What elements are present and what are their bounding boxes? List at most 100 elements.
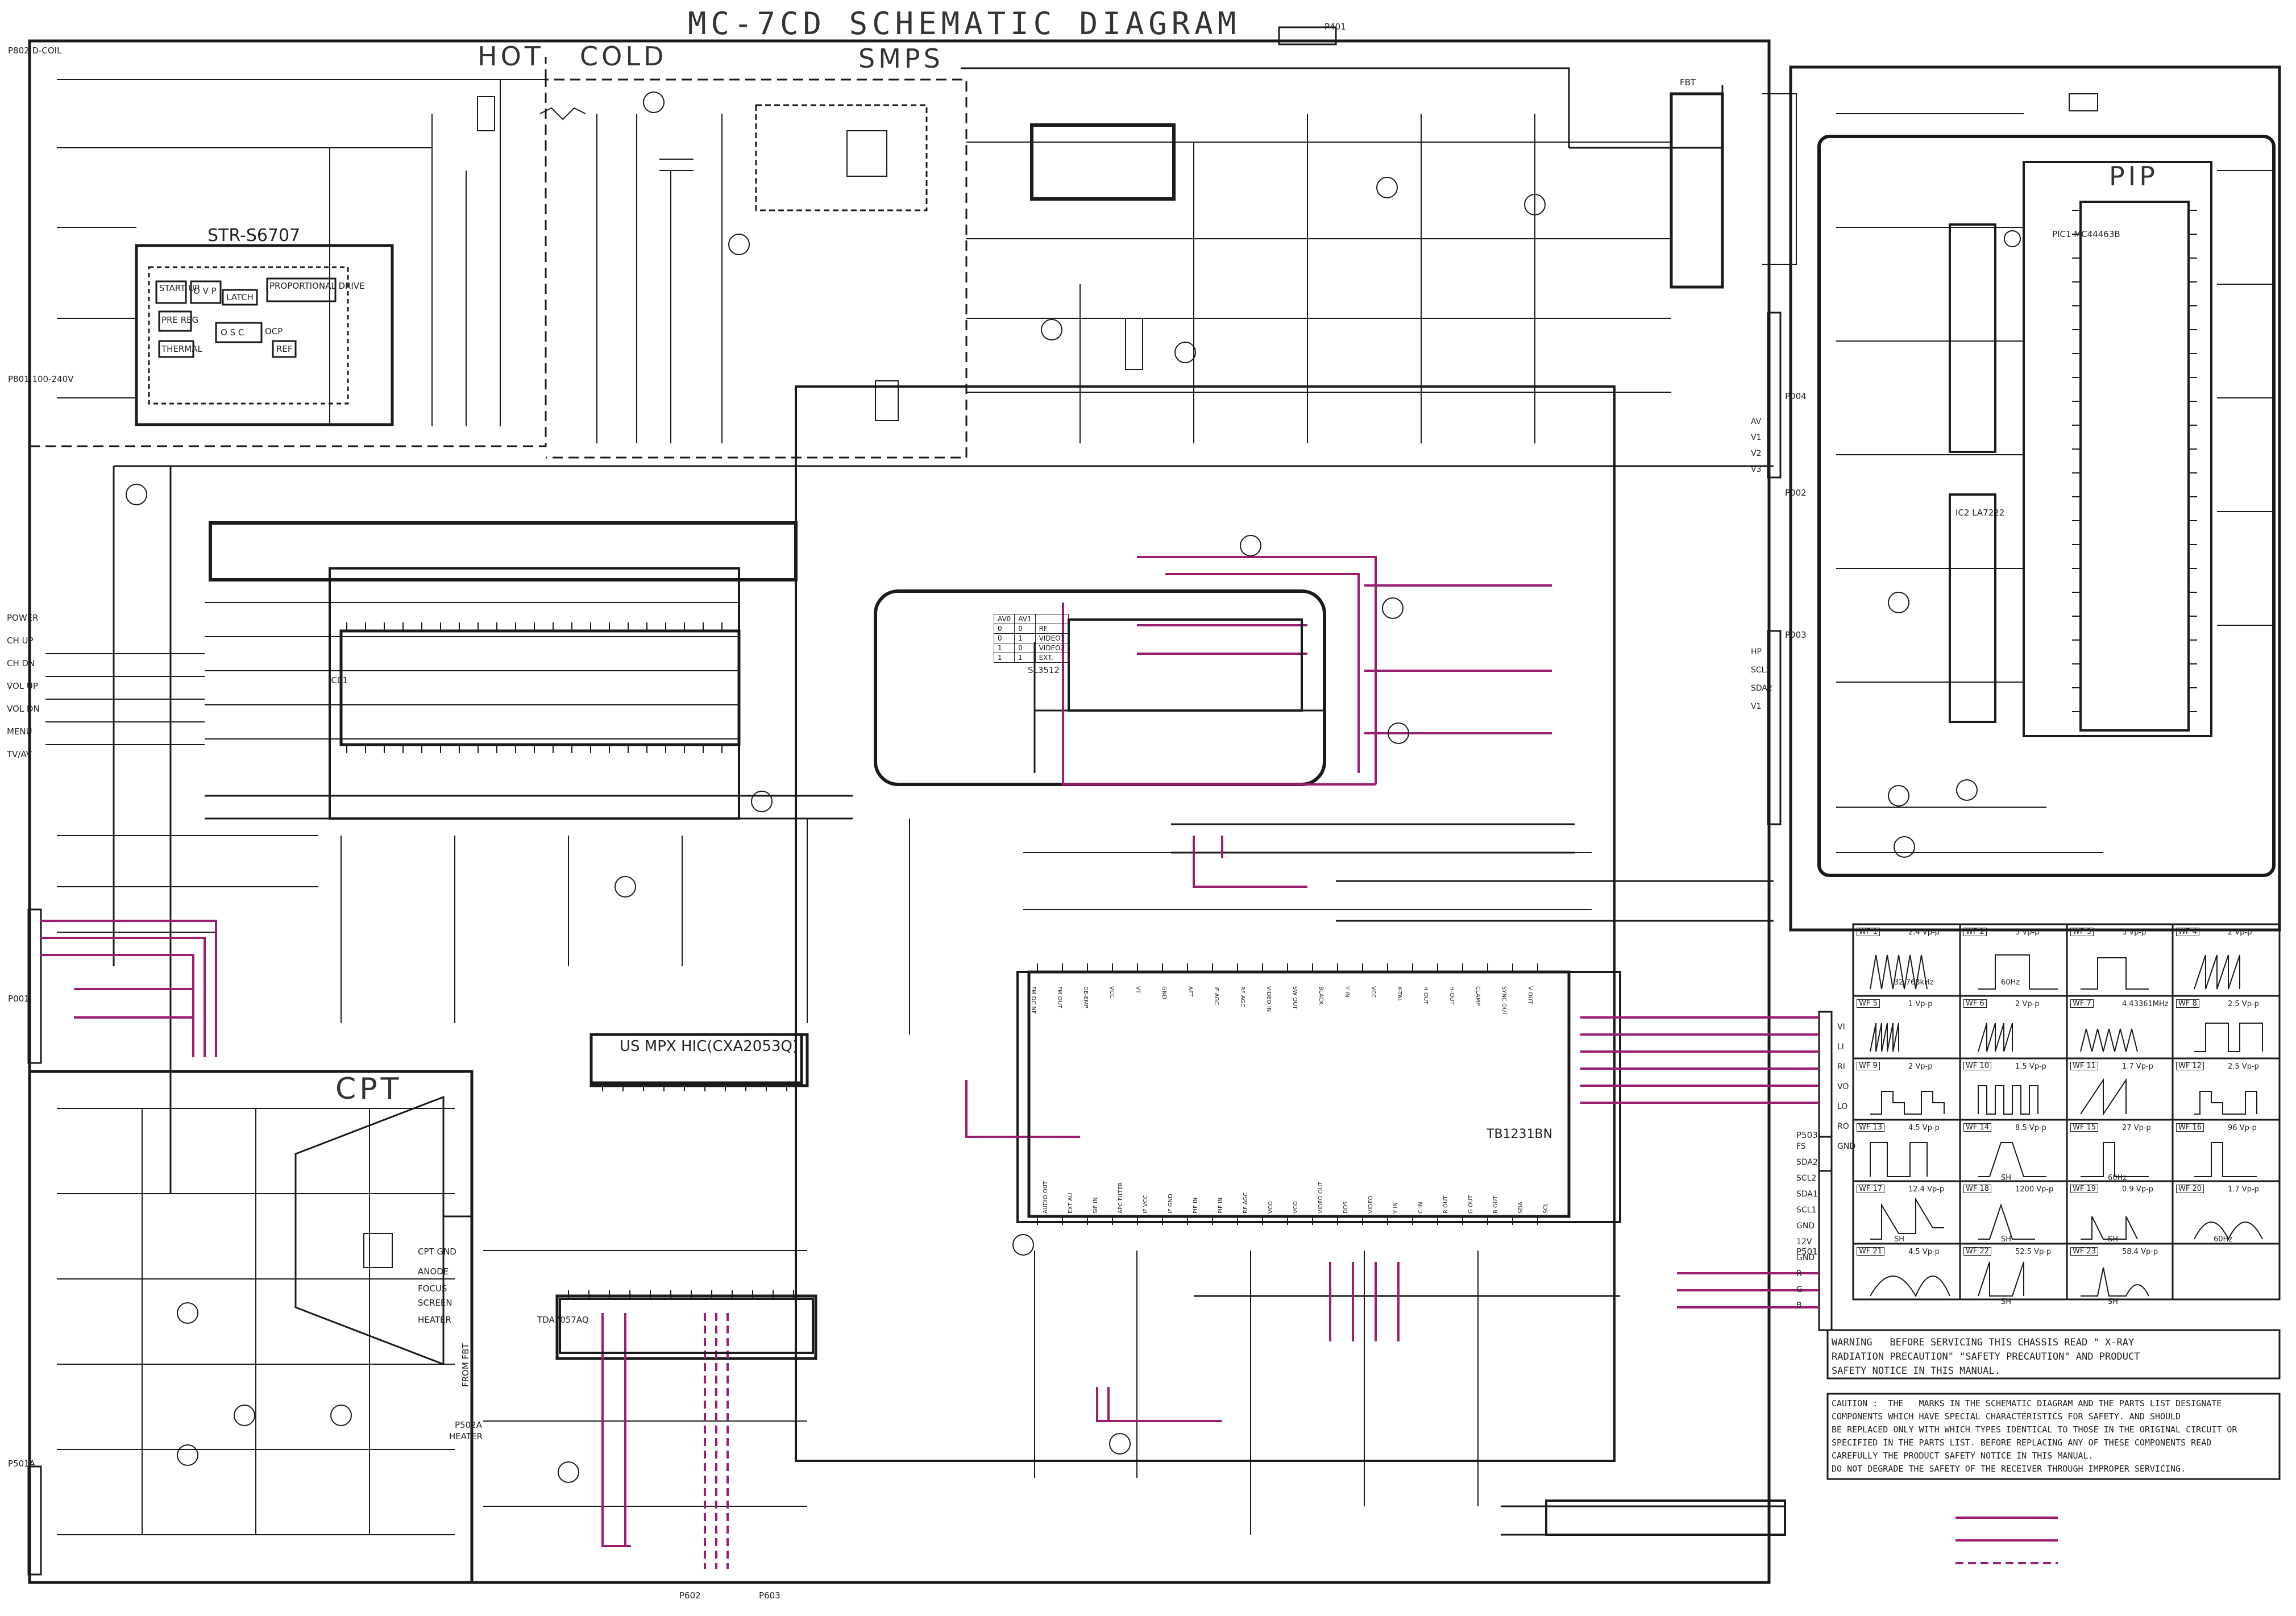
waveform-id: WF 7	[2070, 999, 2094, 1008]
caution-notice: CAUTION : THE MARKS IN THE SCHEMATIC DIA…	[1832, 1398, 2237, 1474]
ic501-pin-bottom: VIDEO OUT	[1318, 1181, 1324, 1214]
p501-pin: G	[1796, 1285, 1803, 1294]
waveform-id: WF 23	[2070, 1247, 2099, 1256]
p501-connector: P501	[1796, 1247, 1818, 1257]
ic501-pin-top: V OUT	[1527, 986, 1533, 1004]
ic602-body	[559, 1298, 814, 1354]
ic501-pin-top: AFT	[1187, 986, 1193, 997]
p501-pin: FS	[1796, 1142, 1806, 1151]
waveform-id: WF 14	[1963, 1123, 1992, 1132]
cold-label: COLD	[580, 41, 667, 72]
waveform-amplitude: 2.5 Vp-p	[2228, 1000, 2259, 1008]
warning-notice: WARNING BEFORE SERVICING THIS CHASSIS RE…	[1832, 1337, 2140, 1377]
waveform-amplitude: 1.5 Vp-p	[2015, 1062, 2046, 1071]
page-title: MC-7CD SCHEMATIC DIAGRAM	[688, 6, 1241, 41]
waveform-amplitude: 2 Vp-p	[2015, 1000, 2040, 1008]
latch-block: LATCH	[226, 292, 254, 302]
waveform-amplitude: 12.4 Vp-p	[1908, 1185, 1945, 1194]
p802-connector: P802 D-COIL	[8, 45, 62, 56]
ic501-pin-top: VIDEO IN	[1265, 986, 1272, 1012]
ic501-pin-top: FM DC NF	[1030, 986, 1036, 1014]
waveform-amplitude: 5 Vp-p	[2122, 928, 2146, 937]
ic601-body	[589, 1033, 803, 1085]
ic2-label: IC2 LA7222	[1955, 508, 2005, 518]
waveform-id: WF 15	[2070, 1123, 2099, 1132]
p501-pin: SCL2	[1796, 1174, 1817, 1183]
waveform-amplitude: 4.5 Vp-p	[1908, 1248, 1940, 1256]
ic501-pin-bottom: IF VCC	[1143, 1195, 1149, 1214]
waveform-id: WF 16	[2176, 1123, 2204, 1132]
pre-reg-block: PRE REG	[161, 315, 199, 325]
waveform-amplitude: 27 Vp-p	[2122, 1124, 2151, 1132]
waveform-amplitude: 0.9 Vp-p	[2122, 1185, 2153, 1194]
waveform-amplitude: 1.7 Vp-p	[2228, 1185, 2259, 1194]
waveform-amplitude: 4.5 Vp-p	[1908, 1124, 1940, 1132]
waveform-id: WF 11	[2070, 1062, 2099, 1070]
ic801-label: STR-S6707	[207, 226, 301, 246]
ic501-pin-top: IF AGC	[1213, 986, 1219, 1006]
waveform-amplitude: 4.43361MHz	[2122, 1000, 2169, 1008]
av-table-cell: 1	[993, 653, 1015, 663]
key-switch-label: MENU	[7, 726, 32, 737]
p501-pin: R	[1796, 1269, 1802, 1278]
outer-frame	[28, 39, 1771, 1584]
waveform-period: 60Hz	[2108, 1174, 2127, 1182]
p501-pin: SDA2	[1796, 1158, 1818, 1167]
hot-label: HOT	[478, 41, 544, 72]
p004-pin: V3	[1751, 465, 1762, 474]
waveform-amplitude: 2 Vp-p	[1908, 1062, 1933, 1071]
waveform-id: WF 18	[1963, 1185, 1992, 1193]
ic501-body	[1027, 970, 1571, 1218]
pic1-body	[2079, 201, 2190, 732]
ic501-pin-top: H OUT	[1422, 986, 1429, 1004]
key-switch-label: VOL UP	[7, 681, 38, 691]
thermal-block: THERMAL	[161, 344, 202, 354]
p503-connector: P503	[1796, 1130, 1818, 1140]
ic501-label: TB1231BN	[1487, 1127, 1553, 1141]
p003-connector: P003	[1785, 630, 1807, 640]
pip-label: PIP	[2109, 161, 2159, 192]
waveform-id: WF 3	[2070, 928, 2094, 936]
ic602-label: TDA7057AQ	[537, 1315, 589, 1325]
p503-pin: VO	[1837, 1082, 1849, 1091]
ic501-pin-bottom: R OUT	[1443, 1195, 1449, 1214]
waveform-id: WF 22	[1963, 1247, 1992, 1256]
ic501-pin-bottom: G OUT	[1468, 1195, 1474, 1214]
ic501-pin-top: SYNC OUT	[1501, 986, 1507, 1016]
waveform-amplitude: 2.4 Vp-p	[1908, 928, 1940, 937]
ic501-pin-bottom: PIF IN	[1218, 1197, 1224, 1214]
hot-cold-boundary	[30, 78, 968, 459]
p501a-connector: P501A	[8, 1459, 35, 1469]
waveform-period: 32.768kHz	[1894, 978, 1934, 987]
ic501-pin-top: Y IN	[1344, 986, 1350, 998]
ic501-pin-bottom: VCO	[1268, 1201, 1274, 1214]
ic501-pin-top: X-TAL	[1396, 986, 1402, 1002]
crt-pin-focus: FOCUS	[418, 1283, 447, 1294]
crt-pin-heater: HEATER	[418, 1315, 451, 1325]
waveform-period: SH	[2001, 1235, 2012, 1244]
key-switch-label: CH UP	[7, 635, 34, 646]
ic501-pin-top: FM OUT	[1056, 986, 1062, 1008]
p004-connector: P004	[1785, 391, 1807, 401]
waveform-id: WF 5	[1857, 999, 1880, 1008]
waveform-id: WF 6	[1963, 999, 1987, 1008]
ic501-pin-bottom: SIF IN	[1093, 1197, 1099, 1214]
p002-connector: P002	[1785, 488, 1807, 498]
ic501-pin-top: DE-EMP	[1082, 986, 1089, 1008]
ic501-pin-bottom: DDS	[1343, 1201, 1349, 1214]
waveform-id: WF 9	[1857, 1062, 1880, 1070]
av-table-cell: 1	[1014, 633, 1036, 643]
waveform-id: WF 13	[1857, 1123, 1885, 1132]
p501-pin: SCL1	[1796, 1206, 1817, 1215]
av-table-cell: EXT.	[1035, 653, 1069, 663]
ic501-pin-bottom: SDA	[1518, 1202, 1524, 1214]
ic601-label: US MPX HIC(CXA2053Q)	[620, 1038, 799, 1055]
ic501-pin-bottom: IF GND	[1168, 1194, 1174, 1214]
key-switch-label: CH DN	[7, 658, 35, 668]
ic501-pin-top: CLAMP	[1475, 986, 1481, 1006]
av-table-cell: 0	[1014, 624, 1036, 634]
ic501-pin-top: H-OUT	[1448, 986, 1455, 1005]
ic501-pin-top: BLACK	[1318, 986, 1324, 1005]
heater-label: HEATER	[449, 1431, 483, 1441]
